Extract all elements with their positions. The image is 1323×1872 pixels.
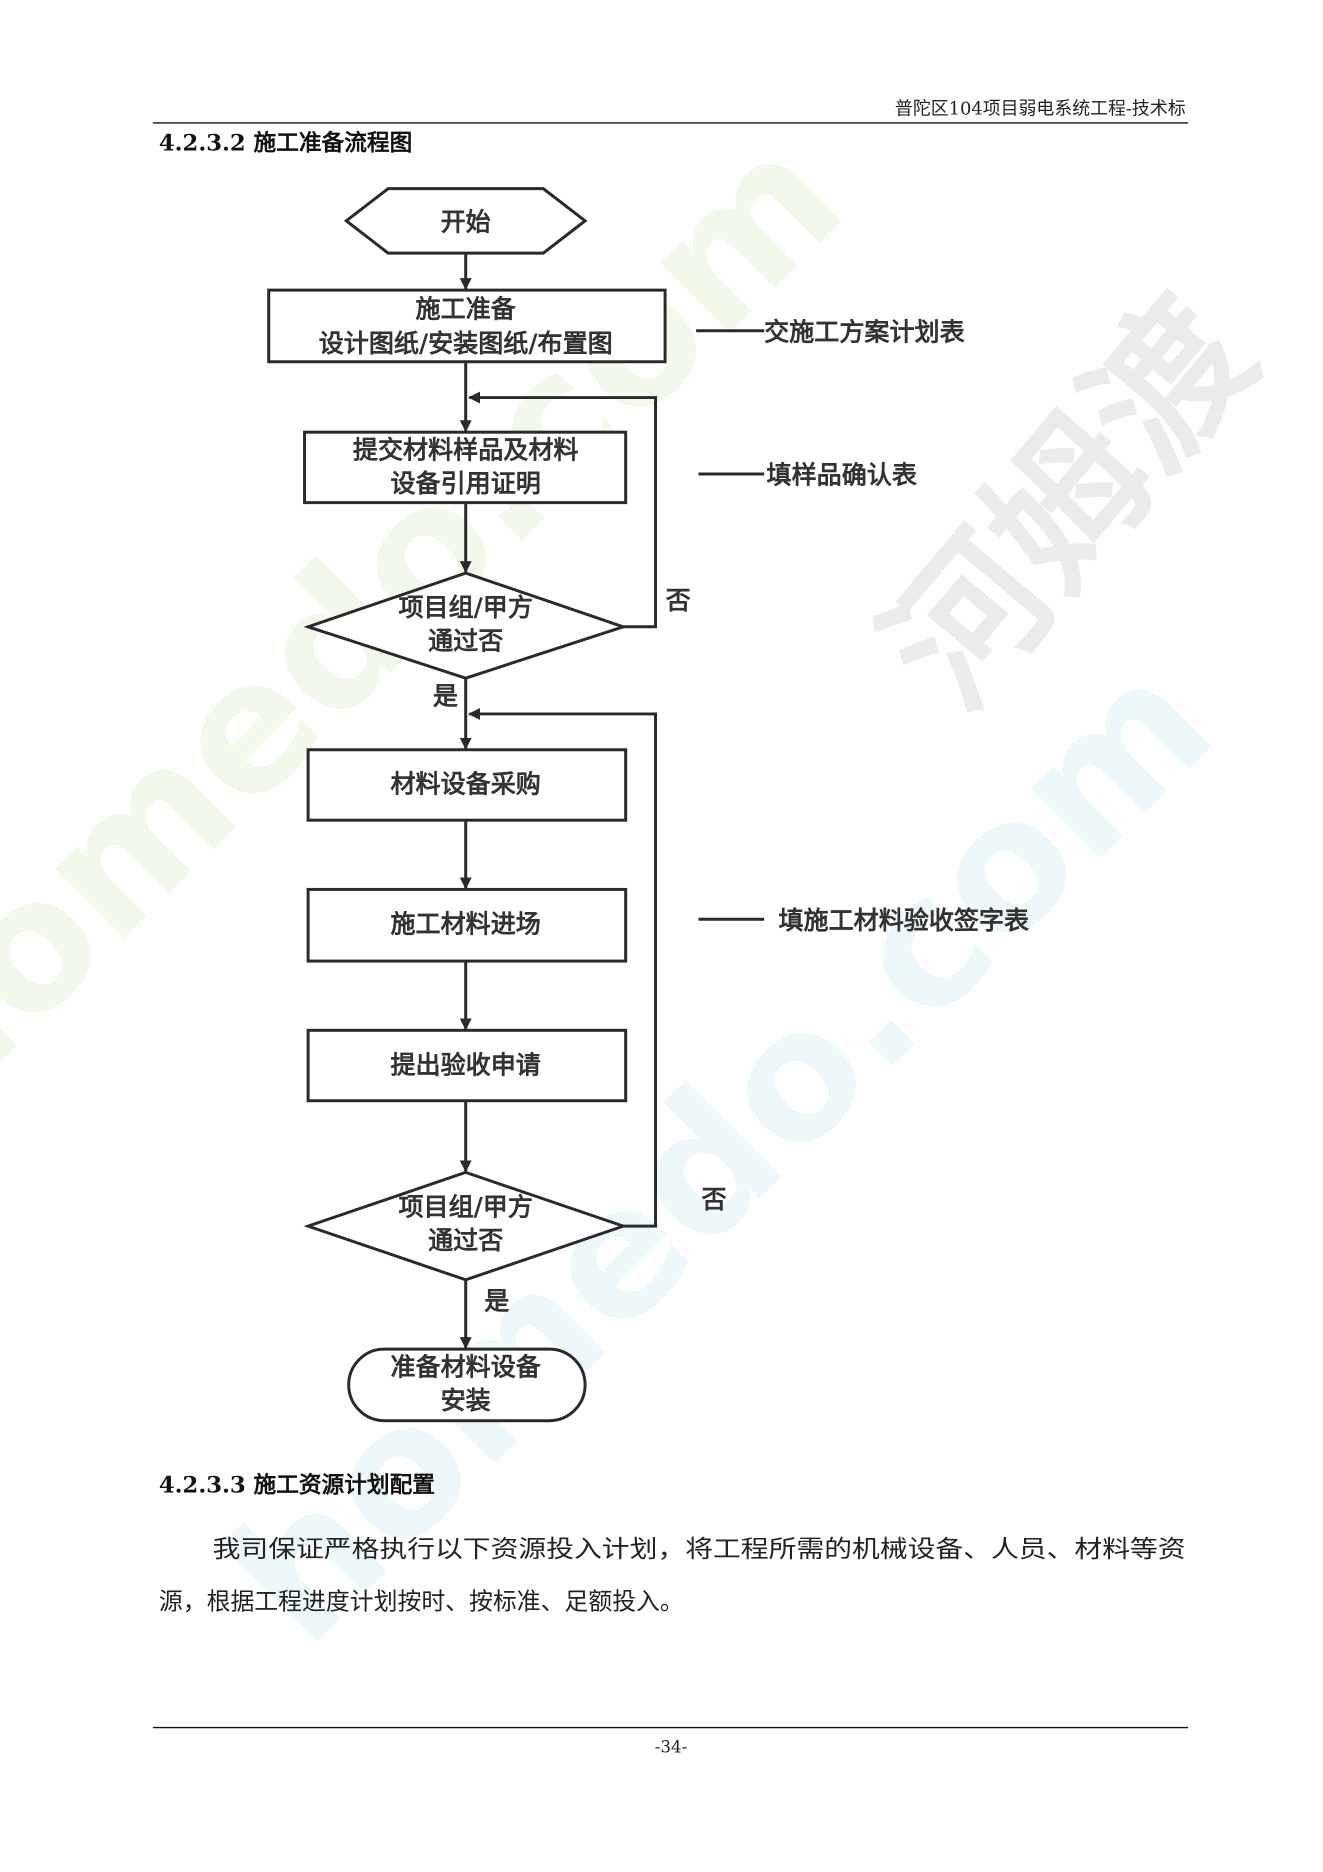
section-heading: 4.2.3.3 施工资源计划配置 xyxy=(159,1471,435,1498)
decision-1-line2: 通过否 xyxy=(428,625,503,655)
note-plan-form: 交施工方案计划表 xyxy=(764,316,965,346)
decision-2-no: 否 xyxy=(701,1184,726,1214)
decision-1-line1: 项目组/甲方 xyxy=(398,592,532,622)
start-label: 开始 xyxy=(441,206,491,236)
end-line2: 安装 xyxy=(441,1385,491,1415)
end-node xyxy=(347,1347,587,1423)
decision-1-yes: 是 xyxy=(433,680,459,710)
decision-2-yes: 是 xyxy=(484,1286,510,1316)
decision-2-line1: 项目组/甲方 xyxy=(398,1191,532,1221)
step-submit-line1: 提交材料样品及材料 xyxy=(353,434,579,464)
start-node xyxy=(343,187,588,255)
step-prepare-line1: 施工准备 xyxy=(416,294,517,324)
step-prepare-line2: 设计图纸/安装图纸/布置图 xyxy=(319,328,613,358)
step-procure-label: 材料设备采购 xyxy=(391,769,541,799)
step-request-acceptance xyxy=(306,1028,628,1103)
step-submit-samples xyxy=(303,430,628,505)
step-delivery-label: 施工材料进场 xyxy=(391,908,541,938)
section-heading: 4.2.3.2 施工准备流程图 xyxy=(159,129,412,156)
paragraph-line: 我司保证严格执行以下资源投入计划，将工程所需的机械设备、人员、材料等资 xyxy=(213,1535,1186,1563)
note-sample-form: 填样品确认表 xyxy=(767,460,918,490)
step-submit-line2: 设备引用证明 xyxy=(391,468,541,498)
note-acceptance-form: 填施工材料验收签字表 xyxy=(779,905,1031,935)
decision-2-line2: 通过否 xyxy=(428,1225,503,1255)
paragraph-line: 源，根据工程进度计划按时、按标准、足额投入。 xyxy=(159,1587,684,1615)
header-title: 普陀区104项目弱电系统工程-技术标 xyxy=(895,99,1186,120)
page-number: -34- xyxy=(655,1737,688,1757)
loop-back-2 xyxy=(468,707,658,1228)
step-request-label: 提出验收申请 xyxy=(391,1049,541,1079)
step-procure xyxy=(306,748,628,822)
decision-1-no: 否 xyxy=(666,585,691,615)
flowchart: 开始 施工准备 设计图纸/安装图纸/布置图 交施工方案计划表 提交材料样品及材料… xyxy=(267,187,1031,1423)
step-prepare xyxy=(267,288,667,364)
end-line1: 准备材料设备 xyxy=(391,1351,542,1381)
loop-back-1 xyxy=(468,391,658,629)
